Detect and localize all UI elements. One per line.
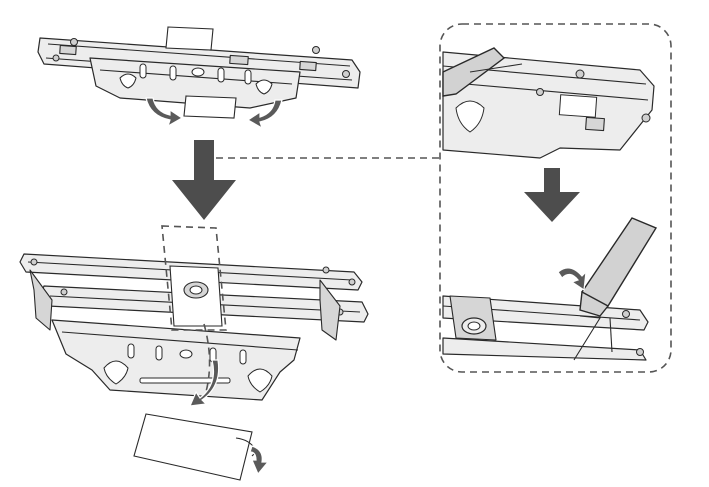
- bottom-frame: [19, 225, 369, 481]
- peel-path: [203, 323, 211, 393]
- down-arrow-icon: [172, 140, 236, 220]
- protective-film-bottom: [183, 95, 237, 119]
- screw-icon: [342, 70, 350, 78]
- removed-film: [133, 413, 253, 481]
- screwdriver-icon: [581, 217, 658, 307]
- callout-frame: [439, 23, 672, 373]
- top-bracket: [37, 26, 361, 130]
- curved-arrow-icon: [249, 445, 270, 476]
- screw-icon: [70, 38, 78, 46]
- down-arrow-icon: [524, 168, 580, 222]
- detail-callout: [439, 23, 672, 373]
- film-ghost-outline: [161, 225, 227, 331]
- curved-arrow-icon: [246, 99, 283, 130]
- protective-film-top: [165, 26, 214, 51]
- curved-arrow-icon: [189, 359, 220, 407]
- curved-arrow-icon: [145, 97, 184, 128]
- screw-icon: [312, 46, 320, 54]
- screw-icon: [52, 54, 60, 62]
- curved-arrow-icon: [557, 267, 587, 292]
